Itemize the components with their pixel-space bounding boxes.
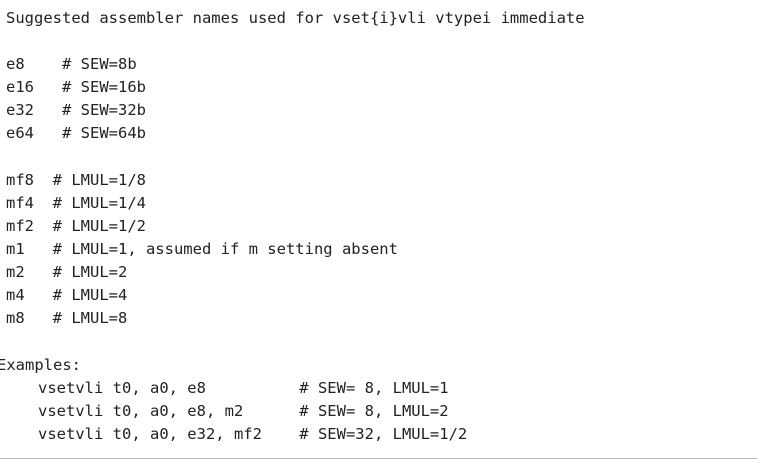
lmul-line: m4 # LMUL=4 [6, 286, 128, 304]
sew-line: e8 # SEW=8b [6, 55, 137, 73]
lmul-line: m2 # LMUL=2 [6, 263, 128, 281]
lmul-line: mf4 # LMUL=1/4 [6, 194, 146, 212]
lmul-line: m8 # LMUL=8 [6, 309, 128, 327]
example-line: vsetvli t0, a0, e32, mf2 # SEW=32, LMUL=… [38, 425, 468, 443]
lmul-line: m1 # LMUL=1, assumed if m setting absent [6, 240, 398, 258]
example-line: vsetvli t0, a0, e8, m2 # SEW= 8, LMUL=2 [38, 402, 449, 420]
lmul-line: mf8 # LMUL=1/8 [6, 171, 146, 189]
sew-line: e32 # SEW=32b [6, 101, 146, 119]
listing-title: Suggested assembler names used for vset{… [6, 9, 585, 27]
example-line: vsetvli t0, a0, e8 # SEW= 8, LMUL=1 [38, 379, 449, 397]
lmul-line: mf2 # LMUL=1/2 [6, 217, 146, 235]
sew-line: e64 # SEW=64b [6, 124, 146, 142]
sew-line: e16 # SEW=16b [6, 78, 146, 96]
examples-heading: Examples: [0, 356, 81, 374]
